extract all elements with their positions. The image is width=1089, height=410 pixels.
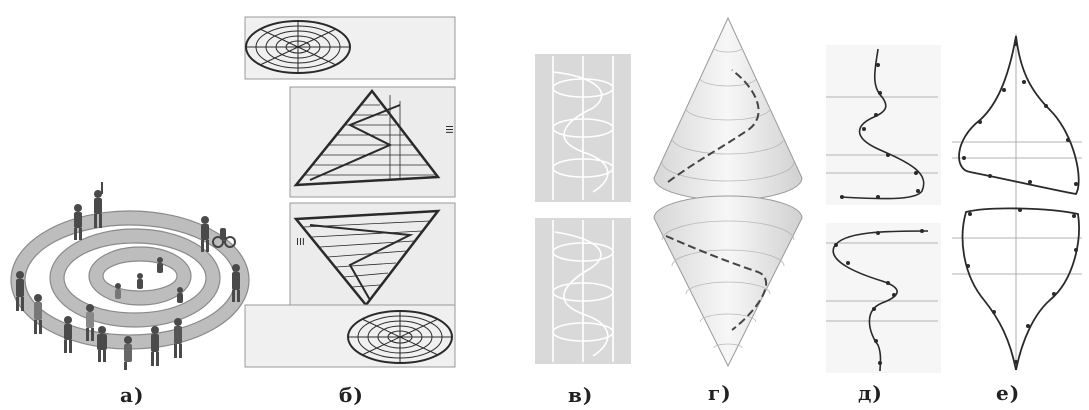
caption-b: б): [339, 383, 364, 407]
caption-d: д): [858, 381, 883, 405]
caption-e: е): [996, 381, 1021, 405]
upper-wave: [839, 48, 925, 200]
drop-curves-image: [952, 34, 1082, 371]
panel-d-wave-curves: [818, 45, 948, 375]
panel-e-drop-curves: [950, 30, 1085, 375]
svg-text:III: III: [296, 237, 305, 248]
spiral-people-image: [10, 182, 250, 370]
lower-cone: [653, 195, 803, 368]
panel-a-spiral-people: [0, 180, 260, 370]
people-figures: [16, 182, 240, 370]
panel-g-cones: [648, 10, 808, 370]
upper-triangle: [293, 88, 441, 187]
panel-v-cylinders: [533, 52, 633, 367]
panel-b-tetrahedra: III III: [240, 5, 470, 375]
wave-curves-image: [826, 45, 941, 373]
lower-triangle: [293, 209, 441, 308]
upper-drop: [958, 35, 1080, 195]
upper-cone: [653, 16, 803, 201]
cylinder-helix-image: [535, 54, 631, 364]
lower-wave: [832, 230, 929, 372]
lower-drop: [961, 207, 1080, 371]
tetrahedra-image: III III: [244, 16, 456, 368]
caption-v: в): [568, 383, 594, 407]
cones-image: [653, 16, 803, 368]
caption-g: г): [708, 381, 732, 405]
svg-text:III: III: [443, 125, 454, 134]
caption-a: а): [120, 383, 145, 407]
